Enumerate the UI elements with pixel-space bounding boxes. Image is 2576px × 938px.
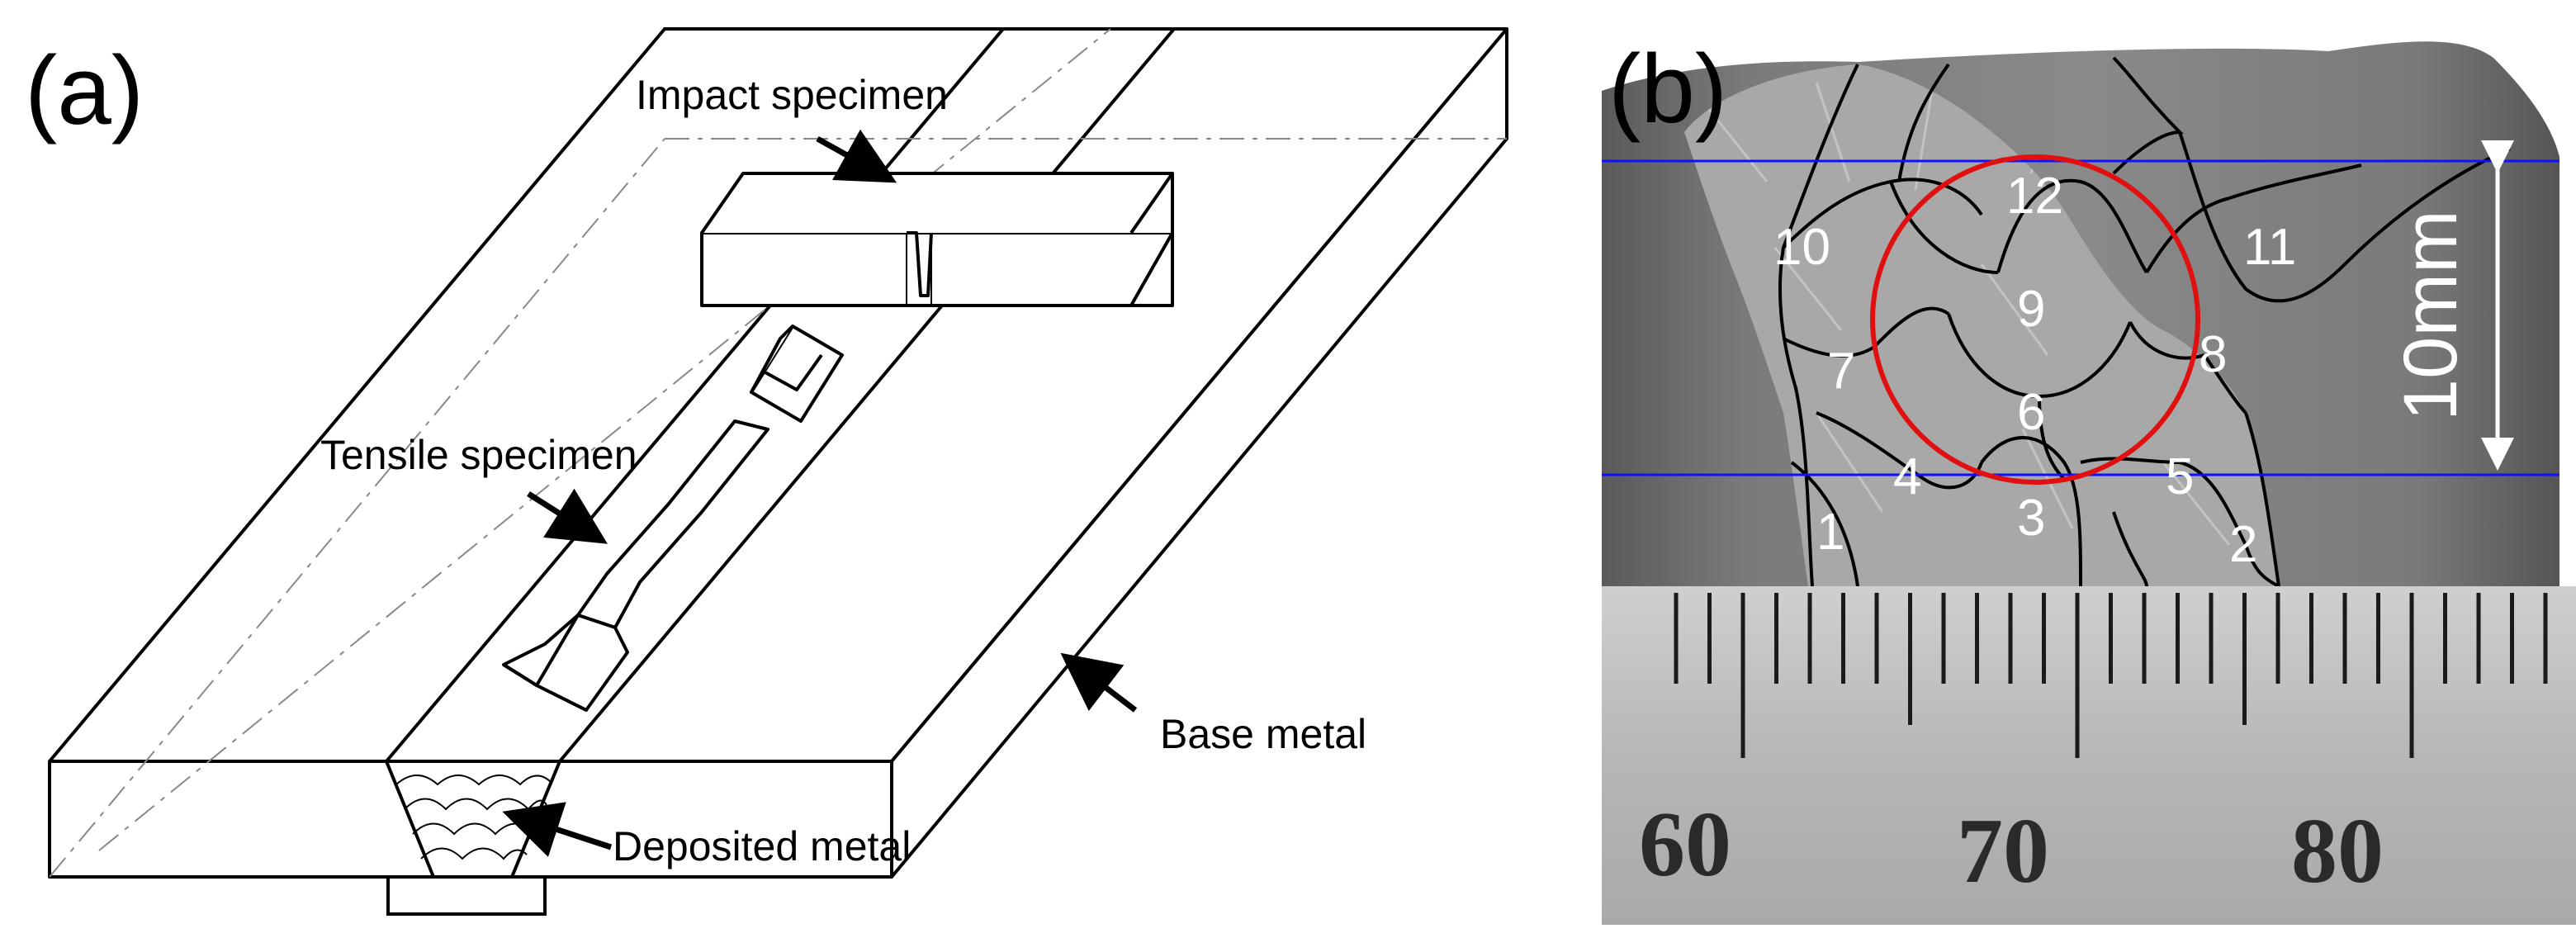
ruler: 60 70 80 xyxy=(1602,586,2576,925)
zone-label-12: 12 xyxy=(2006,168,2063,225)
panel-a: (a) xyxy=(25,27,1508,916)
zone-label-1: 1 xyxy=(1816,504,1844,561)
tensile-specimen-label: Tensile specimen xyxy=(320,432,637,478)
zone-label-9: 9 xyxy=(2017,281,2045,338)
ruler-label-80: 80 xyxy=(2291,800,2384,902)
ruler-label-60: 60 xyxy=(1639,794,1731,896)
dimension-label: 10mm xyxy=(2389,210,2473,421)
panel-a-letter: (a) xyxy=(25,36,144,145)
analysis-circle xyxy=(1870,154,2200,485)
deposited-metal-label: Deposited metal xyxy=(613,823,911,869)
weld-bead-boundaries xyxy=(1778,56,2511,588)
impact-specimen xyxy=(700,172,1174,307)
impact-specimen-label: Impact specimen xyxy=(636,72,948,118)
base-metal-label: Base metal xyxy=(1160,711,1366,757)
panel-b: 10mm 1 2 3 4 5 6 7 8 9 10 11 12 60 70 80… xyxy=(1602,15,2576,925)
zone-label-3: 3 xyxy=(2017,490,2045,547)
zone-label-8: 8 xyxy=(2199,326,2227,383)
panel-b-letter: (b) xyxy=(1608,35,1727,144)
zone-numbers: 1 2 3 4 5 6 7 8 9 10 11 12 xyxy=(1773,168,2296,573)
ruler-ticks xyxy=(1674,593,2548,758)
zone-label-10: 10 xyxy=(1773,219,1830,276)
zone-label-4: 4 xyxy=(1893,448,1921,505)
callout-arrows xyxy=(502,129,1138,857)
zone-label-5: 5 xyxy=(2166,448,2194,505)
zone-label-6: 6 xyxy=(2017,384,2045,441)
zone-label-7: 7 xyxy=(1827,343,1855,400)
zone-label-2: 2 xyxy=(2229,516,2257,573)
tensile-specimen xyxy=(502,325,844,712)
zone-label-11: 11 xyxy=(2243,219,2296,276)
ruler-label-70: 70 xyxy=(1957,800,2049,902)
